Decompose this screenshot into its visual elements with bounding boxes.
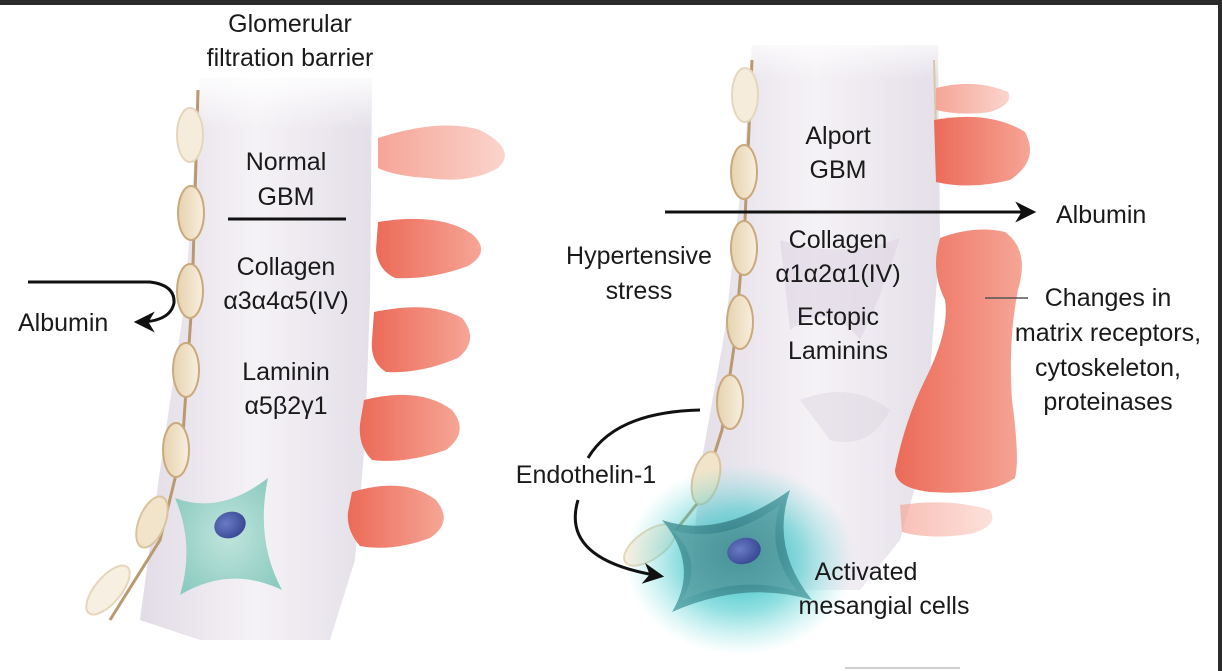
ectopic-label-1: Ectopic	[797, 303, 879, 331]
hypertensive-label-2: stress	[606, 277, 673, 305]
changes-label-3: cytoskeleton,	[1035, 354, 1181, 382]
collagen-left-label-2: α3α4α5(IV)	[223, 287, 348, 315]
albumin-reflected-arrow	[28, 280, 176, 333]
changes-label-4: proteinases	[1043, 388, 1172, 416]
activated-mesangial-nucleus	[727, 537, 761, 565]
alport-gbm-outer-line	[933, 59, 937, 131]
normal-barrier-panel: Glomerular filtration barrier Normal GBM…	[18, 10, 505, 640]
albumin-left-label: Albumin	[18, 309, 108, 337]
collagen-left-label-1: Collagen	[237, 253, 336, 281]
endothelin-curve-top	[586, 408, 701, 459]
activated-label-2: mesangial cells	[799, 592, 970, 620]
endothelin-label: Endothelin-1	[516, 461, 656, 489]
normal-gbm-label-1: Normal	[246, 148, 327, 176]
normal-endothelial-cells	[85, 107, 205, 616]
albumin-right-label: Albumin	[1056, 201, 1146, 229]
alport-effaced-podocyte	[895, 229, 1022, 493]
alport-gbm-thickening-2	[800, 392, 890, 442]
title-line-2: filtration barrier	[207, 44, 374, 72]
top-frame-border	[0, 0, 1222, 5]
alport-gbm-top-fade	[690, 30, 960, 80]
laminin-label-2: α5β2γ1	[244, 392, 327, 420]
activated-mesangial-cell	[625, 465, 855, 655]
normal-mesangial-cell	[175, 478, 282, 595]
normal-gbm-top-fade	[130, 70, 390, 130]
title-line-1: Glomerular	[228, 10, 352, 38]
ectopic-label-2: Laminins	[788, 337, 888, 365]
changes-label-1: Changes in	[1045, 284, 1171, 312]
endothelin-curve-bottom	[573, 499, 665, 584]
alport-podocytes	[895, 83, 1030, 537]
changes-label-2: matrix receptors,	[1015, 319, 1201, 347]
alport-gbm-thickening	[780, 238, 900, 340]
collagen-right-label-2: α1α2α1(IV)	[775, 260, 900, 288]
hypertensive-label-1: Hypertensive	[566, 242, 712, 270]
normal-gbm-label-2: GBM	[258, 183, 315, 211]
normal-mesangial-nucleus	[214, 511, 246, 539]
alport-gbm-label-1: Alport	[805, 122, 870, 150]
right-frame-border	[1218, 0, 1222, 671]
activated-label-1: Activated	[815, 558, 918, 586]
alport-barrier-panel: Alport GBM Albumin Hypertensive stress C…	[516, 30, 1201, 655]
collagen-right-label-1: Collagen	[789, 226, 888, 254]
normal-podocytes	[347, 125, 505, 548]
alport-gbm-label-2: GBM	[810, 156, 867, 184]
laminin-label-1: Laminin	[242, 358, 330, 386]
